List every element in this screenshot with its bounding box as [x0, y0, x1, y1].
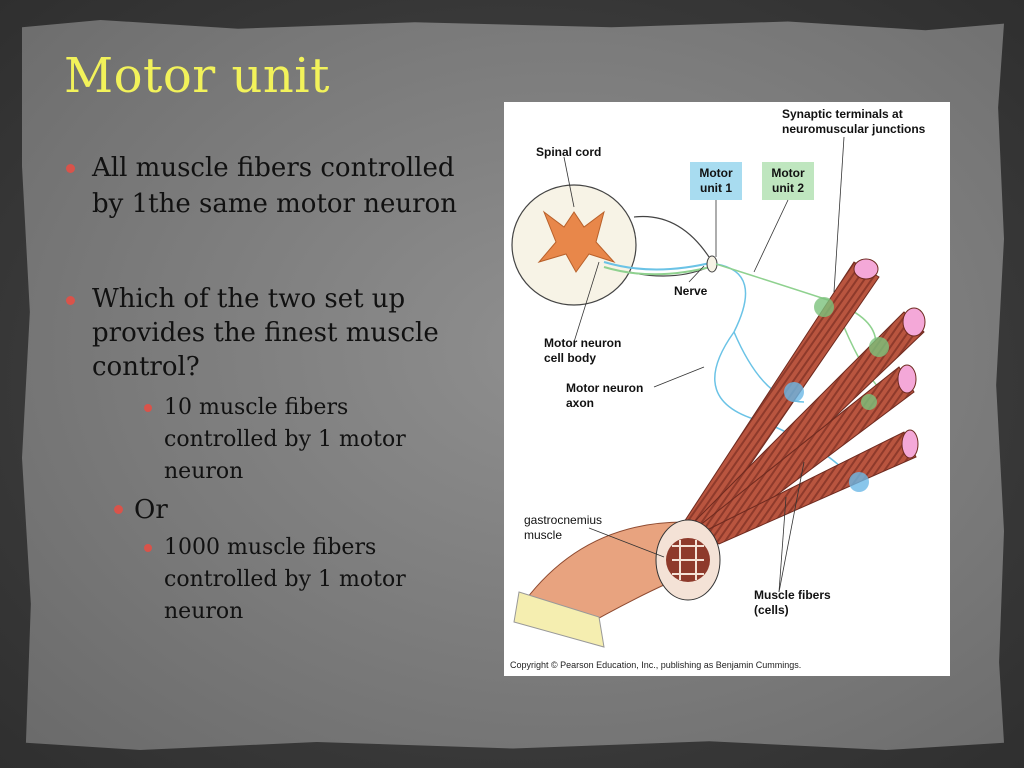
label-cell-body-2: cell body [544, 351, 596, 365]
slide-title: Motor unit [64, 48, 330, 104]
label-muscle-fibers: Muscle fibers [754, 588, 831, 602]
sub-bullet-item: 10 muscle fibers controlled by 1 motor n… [142, 392, 464, 488]
or-text: Or [134, 495, 168, 525]
label-synaptic-terminals: Synaptic terminals at [782, 107, 903, 121]
bullet-item: Which of the two set up provides the fin… [62, 282, 462, 384]
bullet-list: All muscle fibers controlled by 1the sam… [62, 150, 462, 628]
copyright-text: Copyright © Pearson Education, Inc., pub… [510, 660, 802, 670]
label-axon-2: axon [566, 396, 594, 410]
label-spinal-cord: Spinal cord [536, 145, 601, 159]
bullet-dot-icon [114, 505, 123, 514]
bullet-item: Or [102, 492, 462, 528]
label-motor-unit-1: Motor [699, 166, 733, 180]
label-motor-unit-1-num: unit 1 [700, 181, 732, 195]
bullet-dot-icon [66, 164, 75, 173]
label-muscle-fibers-cells: (cells) [754, 603, 789, 617]
motor-unit-illustration: Spinal cord Motor unit 1 Motor unit 2 Sy… [511, 107, 926, 648]
label-motor-unit-2-num: unit 2 [772, 181, 804, 195]
label-cell-body: Motor neuron [544, 336, 621, 350]
label-neuromuscular-junctions: neuromuscular junctions [782, 122, 926, 136]
label-axon: Motor neuron [566, 381, 643, 395]
label-motor-unit-2: Motor [771, 166, 805, 180]
sub-bullet-text: 1000 muscle fibers controlled by 1 motor… [164, 535, 406, 624]
bullet-dot-icon [66, 296, 75, 305]
bullet-dot-icon [144, 544, 152, 552]
gastrocnemius-muscle-icon [513, 519, 721, 648]
sub-bullet-text: 10 muscle fibers controlled by 1 motor n… [164, 395, 406, 484]
sub-bullet-item: 1000 muscle fibers controlled by 1 motor… [142, 532, 464, 628]
label-gastrocnemius: gastrocnemius [524, 513, 602, 527]
bullet-text: Which of the two set up provides the fin… [92, 284, 439, 382]
spinal-cord-icon [511, 184, 710, 306]
bullet-text: All muscle fibers controlled by 1the sam… [92, 153, 457, 219]
bullet-item: All muscle fibers controlled by 1the sam… [62, 150, 462, 222]
motor-unit-1-box [690, 162, 742, 200]
label-gastrocnemius-muscle: muscle [524, 528, 562, 542]
label-nerve: Nerve [674, 284, 708, 298]
muscle-fibers-icon [683, 258, 926, 545]
motor-unit-diagram: Spinal cord Motor unit 1 Motor unit 2 Sy… [504, 102, 950, 676]
leader-lines [563, 136, 845, 593]
motor-unit-2-box [762, 162, 814, 200]
bullet-dot-icon [144, 404, 152, 412]
